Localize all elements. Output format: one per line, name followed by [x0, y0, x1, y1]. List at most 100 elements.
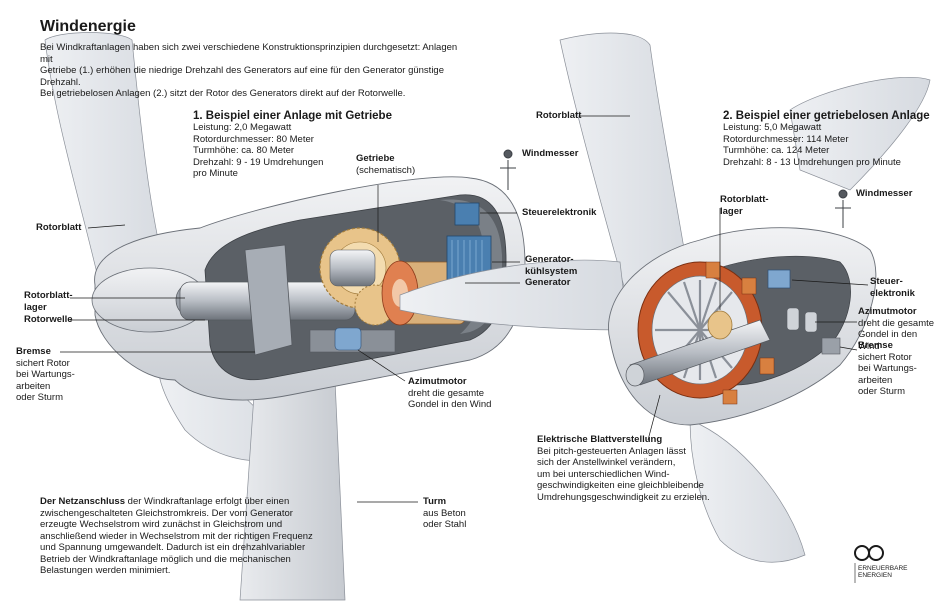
- label-steuerelektronik-2: Steuer- elektronik: [870, 276, 915, 299]
- label-steuerelektronik-1: Steuerelektronik: [522, 207, 597, 218]
- label-line: oder Sturm: [16, 392, 63, 403]
- label-line: lager: [24, 301, 47, 313]
- label-line: oder Stahl: [423, 519, 467, 530]
- spec-line: Turmhöhe: ca. 80 Meter: [193, 145, 295, 156]
- label-line: aus Beton: [423, 507, 466, 519]
- label-rotorblattlager-left: Rotorblatt- lager: [24, 290, 73, 313]
- label-title: Azimutmotor: [408, 376, 467, 387]
- label-line: Steuer-: [870, 276, 903, 287]
- label-line: arbeiten: [858, 374, 893, 386]
- page-title: Windenergie: [40, 18, 136, 35]
- label-line: Umdrehungsgeschwindigkeit zu erzielen.: [537, 491, 710, 503]
- spec-line: pro Minute: [193, 168, 238, 179]
- label-title: Elektrische Blattverstellung: [537, 434, 663, 445]
- label-line: (schematisch): [356, 164, 416, 176]
- example1-heading: 1. Beispiel einer Anlage mit Getriebe: [193, 110, 392, 122]
- spec-line: Leistung: 5,0 Megawatt: [723, 122, 822, 133]
- intro-line: Getriebe (1.) erhöhen die niedrige Drehz…: [40, 65, 444, 88]
- label-line: sich der Anstellwinkel verändern,: [537, 457, 676, 468]
- logo: ERNEUERBARE ENERGIEN: [858, 565, 907, 579]
- label-line: sichert Rotor: [16, 357, 70, 369]
- label-line: Bei pitch-gesteuerten Anlagen lässt: [537, 445, 686, 457]
- label-rotorblatt-left: Rotorblatt: [36, 222, 82, 233]
- example1-block: 1. Beispiel einer Anlage mit Getriebe Le…: [193, 110, 392, 180]
- intro-line: Bei Windkraftanlagen haben sich zwei ver…: [40, 42, 458, 65]
- spec-line: Drehzahl: 9 - 19 Umdrehungen: [193, 156, 324, 168]
- right-steuerelektronik: [767, 269, 791, 289]
- label-line: oder Sturm: [858, 386, 905, 397]
- right-rotor-blade-bottom: [689, 419, 806, 563]
- label-windmesser-1: Windmesser: [522, 148, 579, 159]
- logo-line: ERNEUERBARE: [858, 565, 908, 572]
- label-line: bei Wartungs-: [858, 363, 917, 374]
- label-generator: Generator: [525, 277, 571, 288]
- label-line: Generator-: [525, 254, 574, 265]
- label-turm: Turm aus Beton oder Stahl: [423, 496, 466, 531]
- label-line: sichert Rotor: [858, 351, 912, 363]
- right-rotor-blade-far: [789, 77, 931, 191]
- label-line: lager: [720, 205, 743, 217]
- label-bremse-right: Bremse sichert Rotor bei Wartungs- arbei…: [858, 340, 917, 398]
- label-rotorblatt-top: Rotorblatt: [536, 110, 582, 121]
- label-getriebe: Getriebe (schematisch): [356, 153, 415, 176]
- netz-first-line: Der Netzanschluss der Windkraftanlage er…: [40, 496, 360, 508]
- logo-mark: [854, 545, 884, 561]
- left-steuerelektronik: [454, 202, 480, 226]
- label-line: arbeiten: [16, 380, 51, 392]
- left-rotor-blade-top: [44, 32, 169, 287]
- leader-lines: [60, 115, 869, 503]
- label-line: elektronik: [870, 287, 915, 299]
- label-rotorwelle: Rotorwelle: [24, 314, 73, 325]
- spec-line: Drehzahl: 8 - 13 Umdrehungen pro Minute: [723, 156, 901, 168]
- label-generatorkuehlsystem: Generator- kühlsystem: [525, 254, 577, 277]
- label-rotorblattlager-right: Rotorblatt- lager: [720, 194, 769, 217]
- left-windmesser: [500, 149, 516, 190]
- label-azimutmotor-1: Azimutmotor dreht die gesamte Gondel in …: [408, 376, 491, 411]
- right-brake: [821, 337, 841, 355]
- label-title: Turm: [423, 496, 447, 507]
- netz-line: zwischengeschalteten Gleichstromkreis. D…: [40, 507, 293, 519]
- label-line: kühlsystem: [525, 265, 578, 277]
- netz-line: und Spannung umgewandelt. Dadurch ist ei…: [40, 542, 306, 553]
- netzanschluss-text: Der Netzanschluss der Windkraftanlage er…: [40, 496, 360, 577]
- label-line: um bei unterschiedlichen Wind-: [537, 468, 670, 480]
- label-title: Azimutmotor: [858, 306, 917, 317]
- netz-first-rest: der Windkraftanlage erfolgt über einen: [125, 496, 290, 507]
- spec-line: Leistung: 2,0 Megawatt: [193, 122, 292, 133]
- label-azimutmotor-2: Azimutmotor dreht die gesamte Gondel in …: [858, 306, 940, 352]
- right-rotorblattlager: [707, 310, 733, 340]
- spec-line: Rotordurchmesser: 80 Meter: [193, 133, 314, 145]
- intro-line: Bei getriebelosen Anlagen (2.) sitzt der…: [40, 88, 406, 99]
- spec-line: Rotordurchmesser: 114 Meter: [723, 133, 849, 145]
- label-title: Bremse: [858, 340, 893, 351]
- netz-line: anschließend wieder in Wechselstrom mit …: [40, 530, 313, 542]
- label-windmesser-2: Windmesser: [856, 188, 913, 199]
- example2-specs: Leistung: 5,0 Megawatt Rotordurchmesser:…: [723, 122, 930, 168]
- right-windmesser: [835, 189, 851, 228]
- example1-specs: Leistung: 2,0 Megawatt Rotordurchmesser:…: [193, 122, 392, 180]
- netz-line: Belastungen werden minimiert.: [40, 565, 171, 576]
- left-brake: [244, 244, 293, 356]
- left-turbine: [44, 32, 526, 601]
- intro-text: Bei Windkraftanlagen haben sich zwei ver…: [40, 42, 470, 100]
- label-line: dreht die gesamte: [408, 387, 485, 399]
- netz-line: Betrieb der Windkraftanlage möglich und …: [40, 553, 291, 565]
- logo-line: ENERGIEN: [858, 572, 892, 579]
- netz-line: erzeugte Wechselstrom wird zunächst in G…: [40, 519, 283, 530]
- label-blattverstellung: Elektrische Blattverstellung Bei pitch-g…: [537, 434, 710, 503]
- netz-bold: Der Netzanschluss: [40, 496, 126, 507]
- left-azimutmotor: [334, 327, 362, 351]
- right-turbine: [399, 32, 931, 563]
- label-line: dreht die gesamte: [858, 317, 935, 329]
- example2-heading: 2. Beispiel einer getriebelosen Anlage: [723, 110, 930, 122]
- label-title: Getriebe: [356, 153, 395, 164]
- label-line: Rotorblatt-: [720, 194, 769, 205]
- right-rotor-blade-top: [559, 32, 691, 291]
- example2-block: 2. Beispiel einer getriebelosen Anlage L…: [723, 110, 930, 168]
- spec-line: Turmhöhe: ca. 124 Meter: [723, 145, 830, 156]
- label-bremse-left: Bremse sichert Rotor bei Wartungs- arbei…: [16, 346, 75, 404]
- label-line: bei Wartungs-: [16, 369, 75, 380]
- label-line: Gondel in den Wind: [858, 329, 918, 352]
- label-line: geschwindigkeiten eine gleichbleibende: [537, 480, 704, 491]
